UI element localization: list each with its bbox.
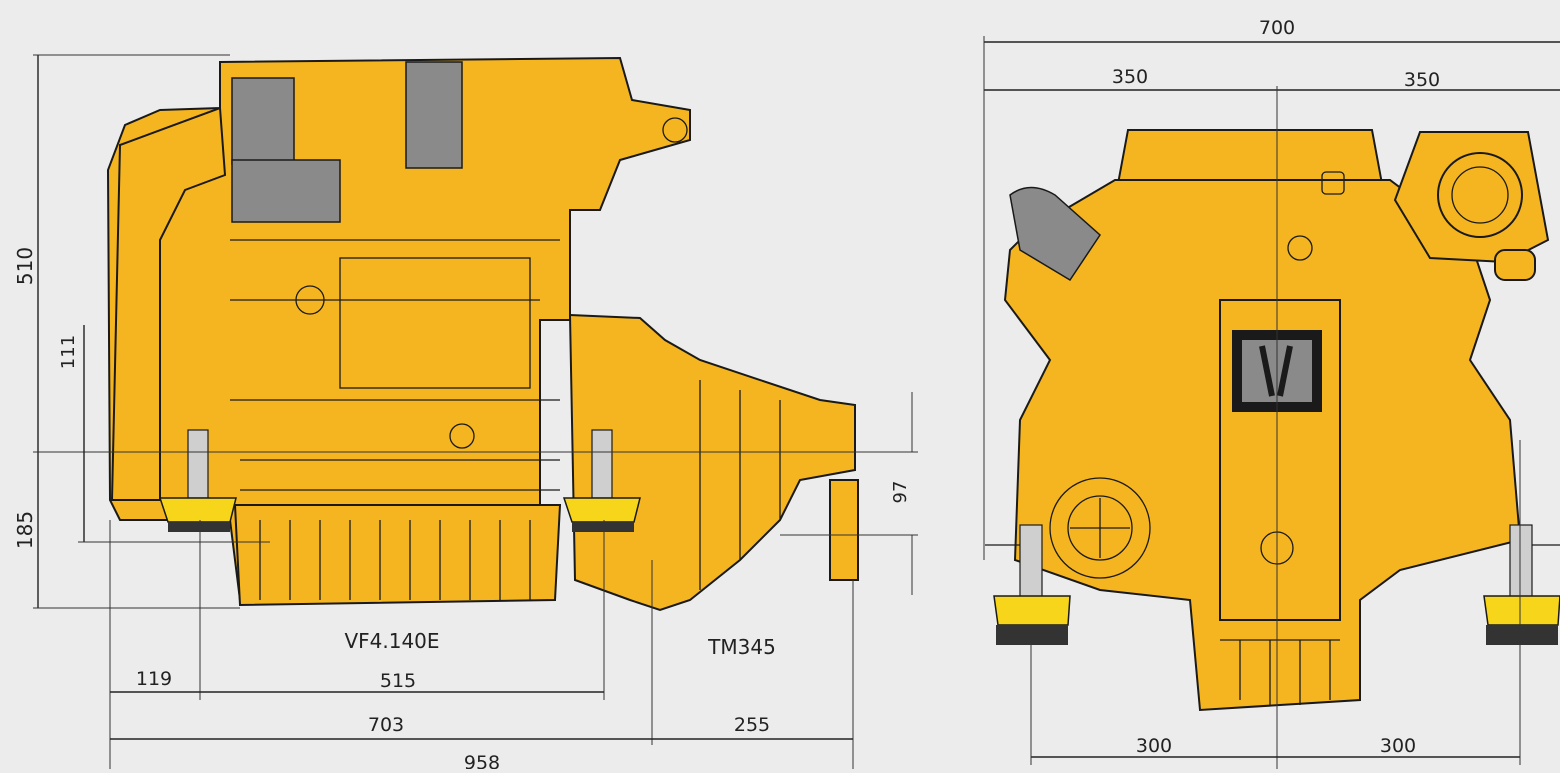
label-front-mount-left-300: 300	[1136, 735, 1172, 757]
label-side-111: 111	[58, 335, 79, 369]
label-side-958: 958	[464, 752, 500, 769]
side-left-mount	[158, 429, 237, 532]
label-side-703: 703	[368, 714, 404, 736]
label-front-mount-right-300: 300	[1380, 735, 1416, 757]
front-view-engine	[985, 129, 1560, 712]
label-front-right-350: 350	[1404, 69, 1440, 91]
side-view-engine	[106, 56, 859, 612]
label-side-255: 255	[734, 714, 770, 736]
label-side-185: 185	[13, 511, 37, 549]
label-front-width-700: 700	[1259, 17, 1295, 39]
front-view-dimensions	[983, 36, 1560, 769]
label-side-119: 119	[136, 668, 172, 690]
side-right-mount	[562, 429, 641, 532]
label-engine-model: VF4.140E	[344, 629, 439, 653]
label-gearbox-model: TM345	[707, 635, 776, 659]
label-front-left-350: 350	[1112, 66, 1148, 88]
label-side-97: 97	[890, 481, 911, 504]
label-side-515: 515	[380, 670, 416, 692]
front-left-mount	[993, 524, 1071, 645]
front-right-mount	[1483, 524, 1560, 645]
label-side-height-510: 510	[13, 247, 37, 285]
side-view-dimensions	[33, 54, 918, 769]
